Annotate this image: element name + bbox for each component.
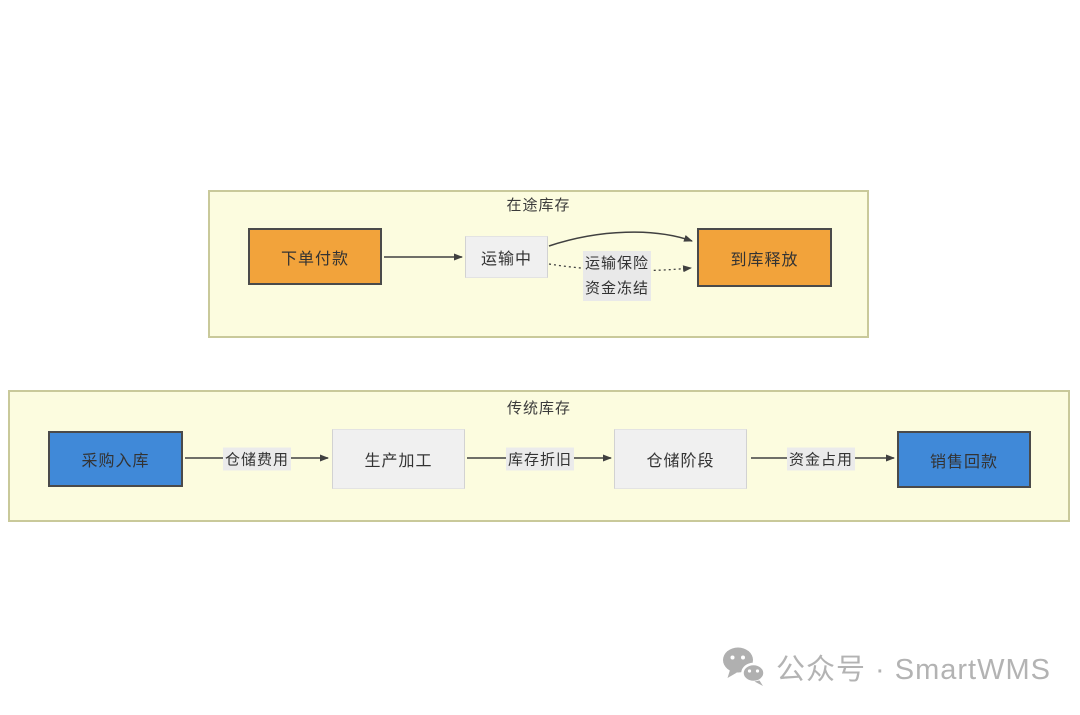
edge-label-funds-frozen-line2: 资金冻结	[583, 276, 652, 301]
node-order-payment: 下单付款	[248, 228, 382, 285]
node-storage-stage: 仓储阶段	[614, 429, 747, 489]
edge-label-transport-insurance: 运输保险 资金冻结	[583, 251, 652, 301]
traditional-section-title: 传统库存	[506, 400, 571, 417]
node-purchase-inbound: 采购入库	[48, 431, 183, 487]
node-in-transit: 运输中	[465, 236, 548, 278]
arrow-transit-to-release-solid	[548, 231, 693, 247]
wechat-watermark: 公众号 · SmartWMS	[722, 646, 1051, 688]
node-sales-collection: 销售回款	[897, 431, 1031, 488]
node-production-processing: 生产加工	[332, 429, 465, 489]
watermark-text: 公众号 · SmartWMS	[776, 654, 1051, 686]
transit-section-title: 在途库存	[506, 197, 571, 214]
edge-label-storage-cost: 仓储费用	[222, 447, 292, 471]
edge-label-capital-occupation: 资金占用	[786, 447, 856, 471]
edge-label-inventory-depreciation: 库存折旧	[505, 447, 575, 471]
wechat-icon	[723, 647, 766, 686]
node-arrival-release: 到库释放	[697, 228, 832, 287]
edge-label-transport-insurance-line1: 运输保险	[583, 251, 652, 276]
